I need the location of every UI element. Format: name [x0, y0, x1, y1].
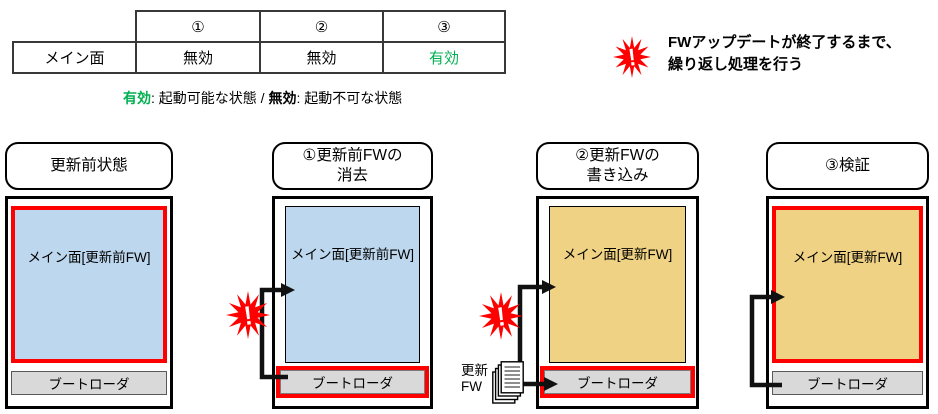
panel-write-device: メイン面[更新FW] ブートローダ: [536, 196, 699, 409]
alert-burst-icon: !: [479, 292, 523, 340]
alert-burst-icon: !: [226, 291, 270, 339]
panel-erase-title-line1: ①更新前FWの: [302, 147, 403, 164]
exclamation-glyph: !: [627, 43, 638, 71]
panel-initial-title: 更新前状態: [5, 142, 173, 190]
table-row-label: メイン面: [12, 41, 137, 74]
table-header-step2: ②: [259, 10, 384, 43]
main-partition: メイン面[更新FW]: [549, 206, 686, 363]
note-line2: 繰り返し処理を行う: [668, 56, 804, 73]
bootloader-label: ブートローダ: [577, 376, 658, 391]
main-partition-label: メイン面[更新前FW]: [291, 247, 414, 262]
panel-initial-device: メイン面[更新前FW] ブートローダ: [5, 196, 173, 409]
bootloader-label: ブートローダ: [807, 377, 888, 392]
panel-verify-title-line1: ③検証: [825, 157, 870, 174]
bootloader-box: ブートローダ: [772, 371, 923, 395]
update-fw-label-line2: FW: [461, 379, 482, 394]
main-partition: メイン面[更新前FW]: [285, 206, 420, 363]
repeat-note-text: FWアップデートが終了するまで、 繰り返し処理を行う: [668, 32, 901, 76]
legend: 有効: 起動可能な状態 / 無効: 起動不可な状態: [123, 88, 402, 108]
exclamation-glyph: !: [242, 301, 254, 331]
panel-erase-title: ①更新前FWの 消去: [272, 142, 433, 190]
panel-verify-device: メイン面[更新FW] ブートローダ: [766, 196, 929, 409]
legend-valid-term: 有効: [123, 90, 151, 106]
legend-valid-desc: : 起動可能な状態 /: [151, 90, 269, 106]
main-partition-active: メイン面[更新前FW]: [11, 206, 167, 363]
legend-invalid-term: 無効: [268, 90, 297, 106]
status-table: ① ② ③ メイン面 無効 無効 有効: [12, 10, 506, 74]
update-fw-source-label: 更新 FW: [461, 363, 488, 395]
update-fw-stack-icon: [492, 361, 524, 404]
bootloader-active-box: ブートローダ: [276, 366, 429, 398]
table-header-step3: ③: [382, 10, 506, 43]
bootloader-label: ブートローダ: [48, 377, 130, 392]
panel-erase-device: メイン面[更新前FW] ブートローダ: [272, 196, 433, 409]
table-row: メイン面 無効 無効 有効: [12, 41, 506, 74]
exclamation-glyph: !: [495, 302, 507, 332]
bootloader-box: ブートローダ: [11, 371, 167, 395]
repeat-note: ! FWアップデートが終了するまで、 繰り返し処理を行う: [612, 30, 901, 81]
main-partition-label: メイン面[更新前FW]: [27, 250, 151, 265]
table-value-step1: 無効: [135, 41, 261, 74]
table-header-step1: ①: [135, 10, 261, 43]
table-value-step3: 有効: [382, 41, 506, 74]
panel-erase-title-line2: 消去: [336, 167, 368, 184]
update-fw-label-line1: 更新: [461, 363, 488, 378]
panel-verify-title: ③検証: [766, 142, 929, 190]
note-line1: FWアップデートが終了するまで、: [668, 34, 901, 51]
panel-initial-state: 更新前状態 メイン面[更新前FW] ブートローダ: [5, 142, 173, 409]
table-value-step2: 無効: [259, 41, 384, 74]
panel-write-title-line2: 書き込み: [586, 167, 649, 184]
main-partition-active: メイン面[更新FW]: [772, 206, 923, 363]
bootloader-active-box: ブートローダ: [540, 366, 695, 398]
main-partition-label: メイン面[更新FW]: [792, 250, 903, 265]
alert-burst-icon: !: [613, 36, 651, 78]
table-blank-cell: [13, 11, 136, 42]
panel-initial-title-line1: 更新前状態: [50, 157, 128, 174]
panel-erase-fw: ①更新前FWの 消去 メイン面[更新前FW] ブートローダ: [272, 142, 433, 409]
bootloader-box: ブートローダ: [280, 370, 425, 394]
main-partition-label: メイン面[更新FW]: [562, 247, 673, 262]
panel-verify: ③検証 メイン面[更新FW] ブートローダ: [766, 142, 929, 409]
panel-write-fw: ②更新FWの 書き込み メイン面[更新FW] ブートローダ: [536, 142, 699, 409]
bootloader-box: ブートローダ: [544, 370, 691, 394]
bootloader-label: ブートローダ: [312, 376, 393, 391]
panel-write-title: ②更新FWの 書き込み: [536, 142, 699, 190]
table-header-row: ① ② ③: [13, 10, 506, 43]
legend-invalid-desc: : 起動不可な状態: [296, 90, 403, 106]
panel-write-title-line1: ②更新FWの: [575, 147, 660, 164]
